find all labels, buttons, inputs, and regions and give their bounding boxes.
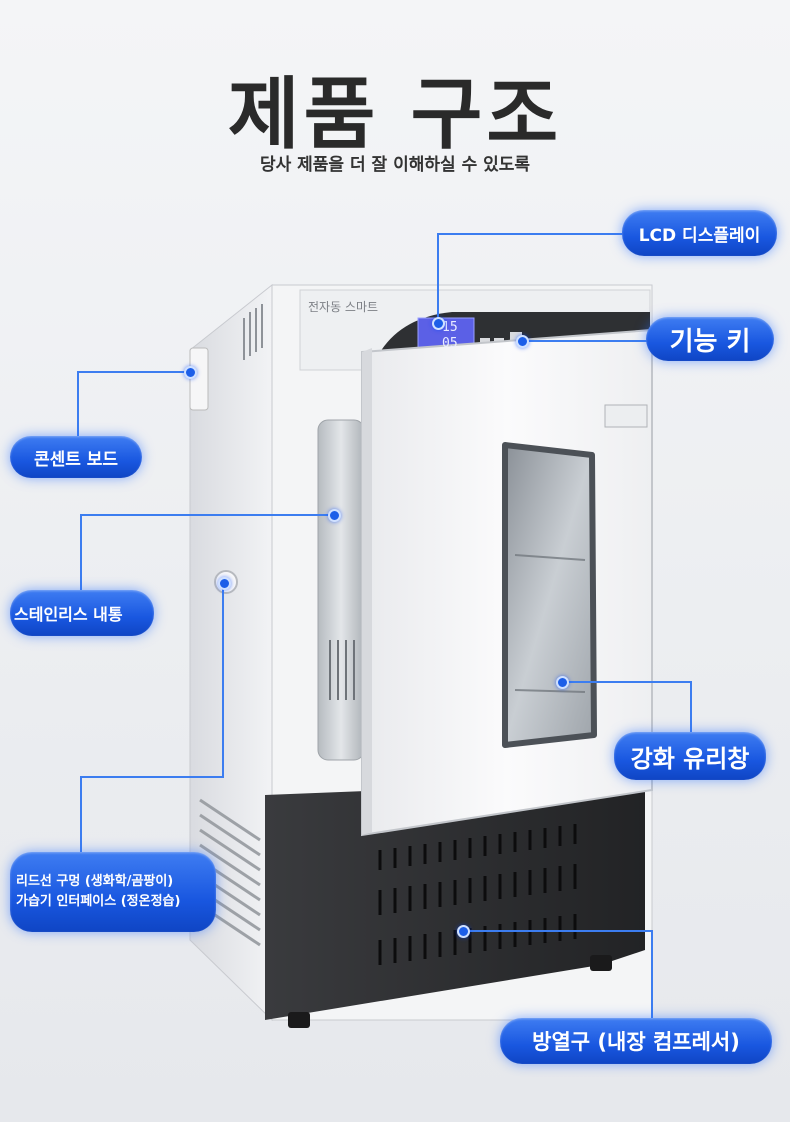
callout-lead-hole-line2: 가습기 인터페이스 (정온정습) [16, 894, 181, 909]
connector-vent-h [463, 930, 653, 932]
connector-lead-h [80, 776, 224, 778]
lcd-readout-bottom: 05 [442, 336, 458, 351]
callout-function-keys: 기능 키 [646, 317, 774, 361]
marker-glass [556, 676, 569, 689]
connector-keys [523, 340, 648, 342]
marker-socket [184, 366, 197, 379]
page-title: 제품 구조 [227, 70, 563, 160]
marker-inner [328, 509, 341, 522]
connector-lead-v1 [222, 585, 224, 777]
connector-lcd [437, 233, 627, 235]
callout-lead-hole-line1: 리드선 구멍 (생화학/곰팡이) [16, 874, 174, 889]
marker-lead [218, 577, 231, 590]
callout-socket-board: 콘센트 보드 [10, 436, 142, 478]
connector-lcd-vertical [437, 233, 439, 323]
connector-socket-v [77, 371, 79, 441]
machine-top-label: 전자동 스마트 [308, 300, 379, 314]
connector-inner-h [80, 514, 335, 516]
callout-tempered-glass: 강화 유리창 [614, 732, 766, 780]
marker-keys [516, 335, 529, 348]
lcd-readout-top: 15 [442, 320, 458, 335]
connector-glass-v [690, 681, 692, 733]
connector-inner-v [80, 514, 82, 596]
connector-glass-h [562, 681, 692, 683]
page-subtitle: 당사 제품을 더 잘 이해하실 수 있도록 [259, 155, 531, 175]
callout-stainless-inner: 스테인리스 내통 [10, 590, 154, 636]
connector-socket-h [77, 371, 192, 373]
callout-lead-hole: 리드선 구멍 (생화학/곰팡이) 가습기 인터페이스 (정온정습) [10, 852, 216, 932]
marker-lcd [432, 317, 445, 330]
marker-vent [457, 925, 470, 938]
connector-lead-v2 [80, 776, 82, 858]
connector-vent-v [651, 930, 653, 1020]
callout-heat-vent: 방열구 (내장 컴프레서) [500, 1018, 772, 1064]
callout-lcd-display: LCD 디스플레이 [622, 210, 777, 256]
